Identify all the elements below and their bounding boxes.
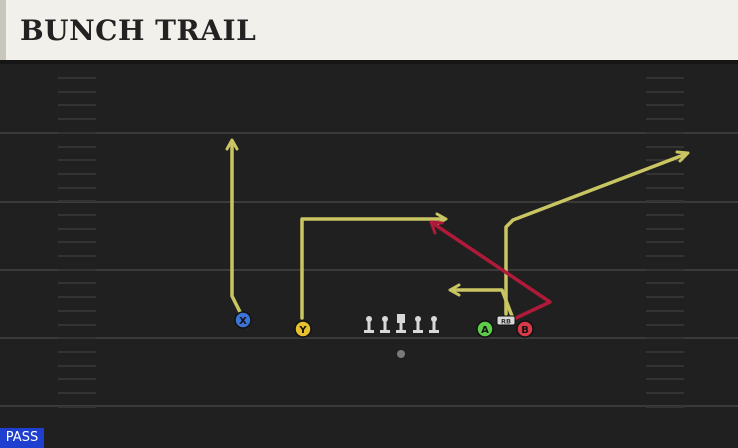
player-y-marker[interactable] bbox=[294, 320, 312, 338]
header-shadow bbox=[0, 60, 738, 64]
player-b[interactable]: B bbox=[516, 320, 534, 338]
player-rb[interactable]: RB bbox=[496, 315, 516, 326]
lineman-icon bbox=[380, 316, 390, 333]
lineman-icon bbox=[413, 316, 423, 333]
player-a-label: A bbox=[481, 325, 489, 336]
hash-marks-right bbox=[646, 77, 684, 408]
header-accent-bar bbox=[0, 0, 6, 60]
route-a-flat bbox=[450, 288, 514, 318]
center-icon bbox=[396, 314, 406, 333]
player-x-label: X bbox=[239, 316, 247, 327]
player-rb-marker[interactable] bbox=[496, 315, 516, 326]
route-a-arrowhead bbox=[448, 283, 461, 297]
player-y-label: Y bbox=[298, 325, 307, 336]
player-rb-label: RB bbox=[501, 318, 511, 326]
quarterback-marker bbox=[397, 350, 405, 358]
route-b-trail bbox=[432, 222, 552, 320]
lineman-icon bbox=[364, 316, 374, 333]
yard-lines bbox=[0, 132, 738, 407]
route-rb-arrowhead bbox=[675, 150, 690, 163]
route-y-out bbox=[300, 217, 446, 320]
player-b-marker[interactable] bbox=[516, 320, 534, 338]
player-a-marker[interactable] bbox=[476, 320, 494, 338]
lineman-icon bbox=[429, 316, 439, 333]
play-type-badge: PASS bbox=[0, 428, 44, 448]
route-b-arrowhead bbox=[429, 220, 444, 235]
play-header: BUNCH TRAIL bbox=[0, 0, 738, 60]
route-x-arrowhead bbox=[225, 138, 239, 151]
player-b-label: B bbox=[521, 325, 529, 336]
route-x-go bbox=[230, 140, 242, 314]
player-x[interactable]: X bbox=[234, 311, 252, 329]
play-title: BUNCH TRAIL bbox=[20, 14, 257, 47]
player-x-marker[interactable] bbox=[234, 311, 252, 329]
routes bbox=[225, 138, 690, 320]
player-y[interactable]: Y bbox=[294, 320, 312, 338]
player-a[interactable]: A bbox=[476, 320, 494, 338]
offensive-line bbox=[364, 314, 439, 333]
hash-marks-left bbox=[58, 77, 96, 408]
